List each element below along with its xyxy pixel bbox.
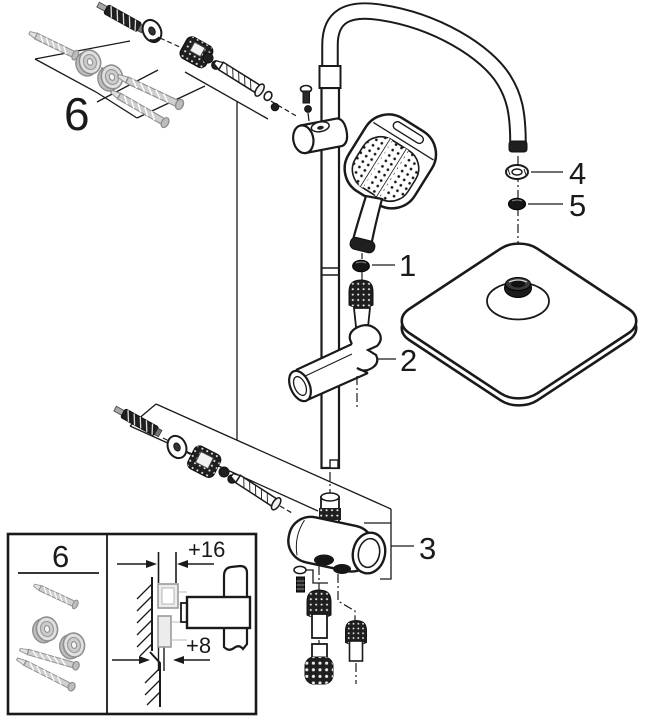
slider-hook: [348, 324, 382, 375]
inset-anchor-kit: 6: [14, 539, 99, 693]
callout-4: 4: [569, 156, 586, 191]
inset-mount-detail: +16 +8: [112, 537, 252, 707]
hose-connectors: [304, 566, 367, 685]
callout-1: 1: [399, 248, 416, 283]
inset-label-6: 6: [52, 539, 69, 574]
wall-anchor-set-gray: [26, 27, 186, 130]
diverter-valve-part3: [287, 492, 387, 593]
callout-3: 3: [419, 531, 436, 566]
wall-anchor-set-top: [95, 0, 280, 112]
inset-dim-lower: +8: [186, 633, 211, 658]
top-wall-bracket: [292, 84, 349, 155]
part3-bracket: [364, 509, 414, 580]
valve-port-seal: [333, 564, 351, 574]
head-shower: [391, 237, 647, 413]
wall-anchor-set-lower: [112, 403, 284, 513]
cone-seal-part1: [352, 259, 370, 273]
o-ring-part5: [507, 197, 527, 211]
hand-shower-inlet: [349, 236, 376, 254]
inset-dim-upper: +16: [188, 537, 225, 562]
callout-2: 2: [400, 343, 417, 378]
hand-shower: [343, 113, 438, 254]
callout-5: 5: [569, 188, 586, 223]
callout-6-main: 6: [64, 88, 90, 140]
inset-box: 6: [6, 532, 258, 716]
filter-washer-part4: [505, 164, 529, 180]
valve-port-seal: [314, 554, 334, 566]
shower-arm: [318, 2, 528, 153]
